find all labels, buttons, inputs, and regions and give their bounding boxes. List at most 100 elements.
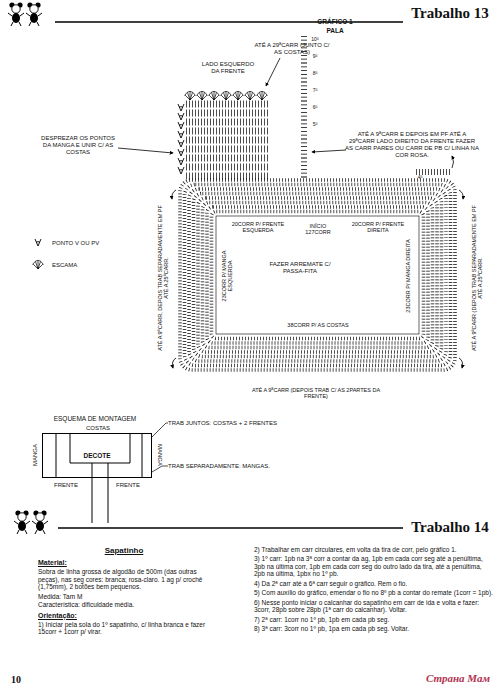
instruction-text: 3) 1º carr: 1pb na 3ª corr a contar da a… [254,555,494,577]
instruction-text: 4) Da 2ª carr até a 6ª carr seguir o grá… [254,580,494,587]
foundation-chain [216,216,419,334]
turn-arrow [172,358,176,368]
leader-arrow [312,150,346,152]
leader-line [152,423,168,437]
leader-arrow [266,58,280,86]
v-stitch [178,113,184,120]
pattern-note: ATÉ A 9ªCARR, DEPOIS TRAB SEPARADAMENTE … [157,203,170,353]
pattern-note: MANGA [32,438,39,472]
pattern-note: Trabalho 14 [404,519,496,536]
header-rule [58,527,403,528]
pattern-note: 4ª [412,175,428,181]
legend-label: PONTO V OU PV [52,240,132,247]
stitch-row [212,212,424,339]
mouse-icon [14,510,30,534]
pattern-note: ESQUEMA DE MONTAGEM [40,415,150,422]
pattern-note: ATÉ A 9ªCARR (DEPOIS TRAB SEPARADAMENTE … [471,203,484,353]
instruction-text: 6) Nesse ponto iniciar o calcanhar do sa… [254,599,494,614]
shell-stitch [197,91,208,100]
mouse-icon [26,2,42,26]
stitch-row [185,185,451,366]
legend-label: ESCAMA [52,262,132,269]
pattern-note: MANGA [157,438,164,472]
pattern-note: LADO ESQUERDO DA FRENTE [197,61,259,75]
legend-shell [33,260,44,269]
leader-line [152,466,168,472]
section-heading: Trabalho 13 [404,5,496,22]
assembly-box: DECOTE [42,433,152,478]
shell-stitch [209,91,220,100]
pattern-note: 10ª [307,37,323,43]
instruction-text: 2) Trabalhar em carr circulares, em volt… [254,546,494,553]
shell-stitch [233,91,244,100]
pattern-note: FRENTE [46,482,86,489]
stitch-row [203,203,433,348]
mouse-icon [8,2,24,26]
stitch-row [207,207,428,343]
instruction-text: 7) 2ª carr: 1corr no 1º pb, 1pb em cada … [254,616,494,623]
shell-stitch [221,91,232,100]
turn-arrow [172,190,176,199]
pattern-note: FRENTE [108,482,148,489]
pattern-note: 9ª [307,54,323,60]
v-stitch [178,104,184,111]
stitch-row [198,198,437,352]
pattern-note: 20CORR P/ FRENTE ESQUERDA [226,221,290,234]
shell-stitch [245,91,256,100]
instruction-text: Sapatinho [38,546,210,555]
shell-stitch [257,91,268,100]
v-stitch [178,149,184,156]
pattern-note: TRAB SEPARADAMENTE: MANGAS. [168,463,300,470]
text-column: SapatinhoMaterial:Sobra de linha grossa … [38,546,210,637]
text-column: 2) Trabalhar em carr circulares, em volt… [254,546,494,635]
shell-stitch [185,91,196,100]
turn-arrow [459,190,463,199]
neckline-outline [70,433,130,463]
v-stitch [178,131,184,138]
yoke-stitches [416,169,452,175]
instruction-text: Medida: Tam M [38,593,210,600]
front-opening [92,463,108,523]
pattern-note: COSTAS [78,424,118,431]
turn-arrow [452,156,454,168]
turn-arrow [459,358,463,368]
instruction-text: Característica: dificuldade média. [38,601,210,608]
leader-arrow [118,148,173,153]
yoke-stitches [186,104,268,176]
pattern-note: 7ª [307,88,323,94]
pattern-note: FAZER ARREMATE C/ PASSA-FITA [264,261,336,275]
sleeve-division [56,433,142,478]
v-stitch [178,158,184,165]
v-stitch [178,167,184,174]
pattern-note: 23CORR P/ MANGA ESQUERDA [221,236,234,316]
pattern-note: Страна Мам [416,672,500,685]
pattern-note: 38CORR P/ AS COSTAS [270,322,366,328]
row-column [301,36,307,178]
pattern-note: DESPREZAR OS PONTOS DA MANGA E UNIR C/ A… [38,135,118,156]
stitch-row [194,194,442,357]
pattern-note: 5ª [307,122,323,128]
legend-v-stitch [35,239,41,246]
pattern-note: 20CORR P/ FRENTE DIREITA [346,221,410,234]
pattern-note: INÍCIO 127CORR [298,223,338,236]
instruction-text: 8) 3ª carr: 3corr no 1º pb, 1pa em cada … [254,625,494,632]
pattern-note: 8ª [307,71,323,77]
stitch-row [189,189,446,361]
pattern-note: ATÉ A 29ªCARR (JUNTO C/ AS COSTAS) [251,42,333,56]
instruction-text: Orientação: [38,612,210,620]
box-label: DECOTE [83,452,110,459]
instruction-text: Sobra de linha grossa de algodão de 500m… [38,568,210,590]
pattern-note: ATÉ A 9ªCARR (DEPOIS TRAB C/ AS 2PARTES … [250,387,382,400]
stitch-row [180,180,455,370]
v-stitch [178,122,184,129]
pattern-note: ATÉ A 9ªCARR E DEPOIS EM PF ATÉ A 29ªCAR… [345,131,479,159]
instruction-text: Material: [38,559,210,567]
pattern-note: GRÁFICO 1 [310,18,360,25]
v-stitch [178,140,184,147]
pattern-note: TRAB JUNTOS: COSTAS + 2 FRENTES [168,420,300,427]
mouse-icon [32,510,48,534]
instruction-text: 5) Com auxílio do gráfico, emendar o fio… [254,589,494,596]
pattern-note: 10 [4,674,28,686]
instruction-text: 1) Iniciar pela sola do 1º sapatinho, c/… [38,621,210,636]
